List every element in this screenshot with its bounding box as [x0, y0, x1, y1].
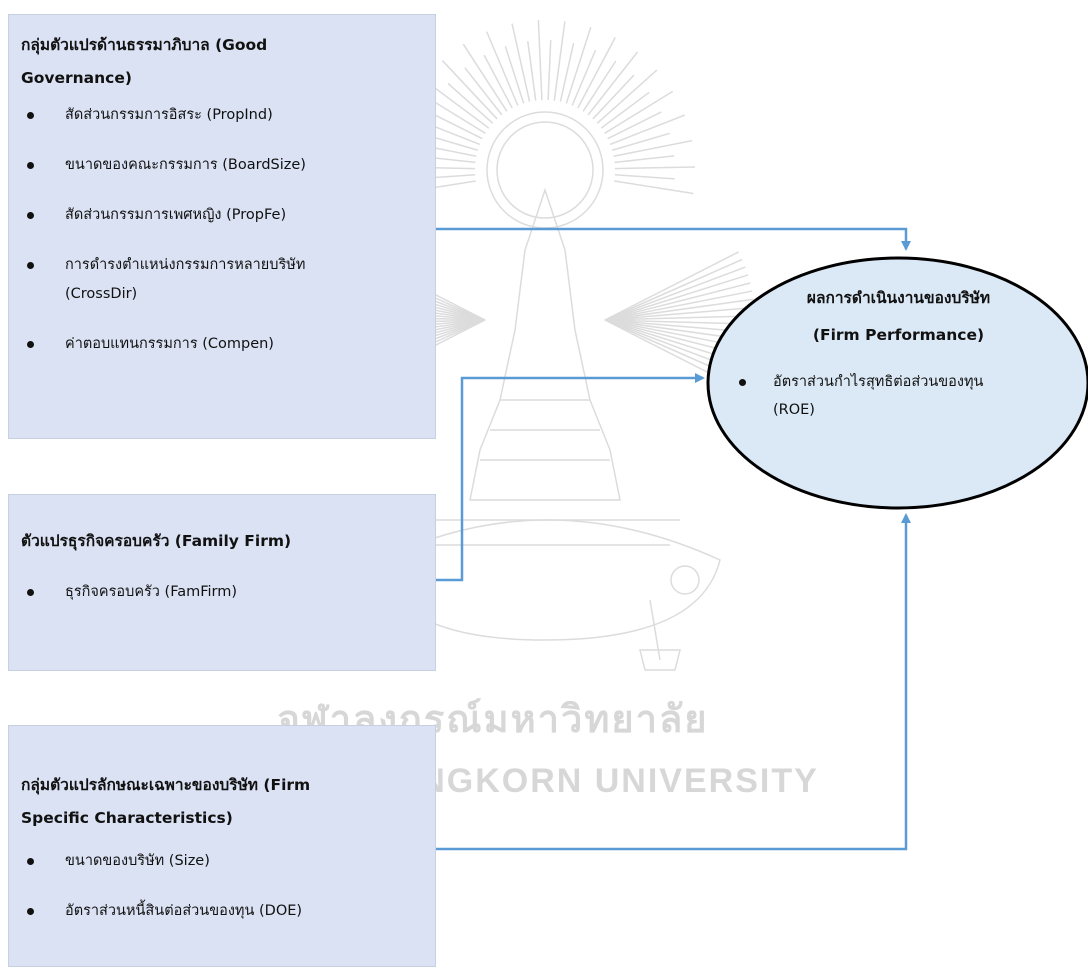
list-item: สัดส่วนกรรมการเพศหญิง (PropFe)	[21, 201, 419, 230]
list-item-continuation: (CrossDir)	[65, 286, 138, 302]
list-item: ขนาดของคณะกรรมการ (BoardSize)	[21, 151, 419, 180]
list-item: ค่าตอบแทนกรรมการ (Compen)	[21, 330, 419, 359]
firm-specific-box: กลุ่มตัวแปรลักษณะเฉพาะของบริษัท (Firm Sp…	[8, 725, 436, 967]
firm-performance-item-line1: อัตราส่วนกำไรสุทธิต่อส่วนของทุน	[773, 374, 984, 390]
arrow-firm-specific-to-performance	[436, 513, 911, 851]
firm-performance-title-line1: ผลการดำเนินงานของบริษัท	[806, 289, 991, 307]
arrow-family-to-performance	[436, 373, 705, 582]
family-firm-list: ธุรกิจครอบครัว (FamFirm)	[21, 578, 419, 607]
firm-specific-title-line1: กลุ่มตัวแปรลักษณะเฉพาะของบริษัท (Firm	[21, 776, 311, 794]
family-firm-box: ตัวแปรธุรกิจครอบครัว (Family Firm) ธุรกิ…	[8, 494, 436, 671]
list-item: ขนาดของบริษัท (Size)	[21, 847, 419, 876]
arrow-governance-to-performance	[436, 227, 911, 251]
good-governance-title-line2: Governance)	[21, 69, 132, 87]
firm-performance-content: ผลการดำเนินงานของบริษัท (Firm Performanc…	[707, 256, 1088, 511]
good-governance-list: สัดส่วนกรรมการอิสระ (PropInd) ขนาดของคณะ…	[21, 101, 419, 359]
list-item: สัดส่วนกรรมการอิสระ (PropInd)	[21, 101, 419, 130]
firm-performance-item-line2: (ROE)	[773, 402, 815, 418]
good-governance-title-line1: กลุ่มตัวแปรด้านธรรมาภิบาล (Good	[21, 36, 268, 54]
list-item: การดำรงตำแหน่งกรรมการหลายบริษัท	[21, 251, 419, 280]
list-item: ธุรกิจครอบครัว (FamFirm)	[21, 578, 419, 607]
firm-specific-list: ขนาดของบริษัท (Size) อัตราส่วนหนี้สินต่อ…	[21, 847, 419, 926]
firm-specific-title-line2: Specific Characteristics)	[21, 809, 233, 827]
family-firm-title: ตัวแปรธุรกิจครอบครัว (Family Firm)	[21, 532, 292, 550]
good-governance-box: กลุ่มตัวแปรด้านธรรมาภิบาล (Good Governan…	[8, 14, 436, 439]
firm-performance-title-line2: (Firm Performance)	[812, 326, 985, 344]
firm-performance-item: อัตราส่วนกำไรสุทธิต่อส่วนของทุน (ROE)	[739, 368, 1088, 424]
list-item: อัตราส่วนหนี้สินต่อส่วนของทุน (DOE)	[21, 897, 419, 926]
